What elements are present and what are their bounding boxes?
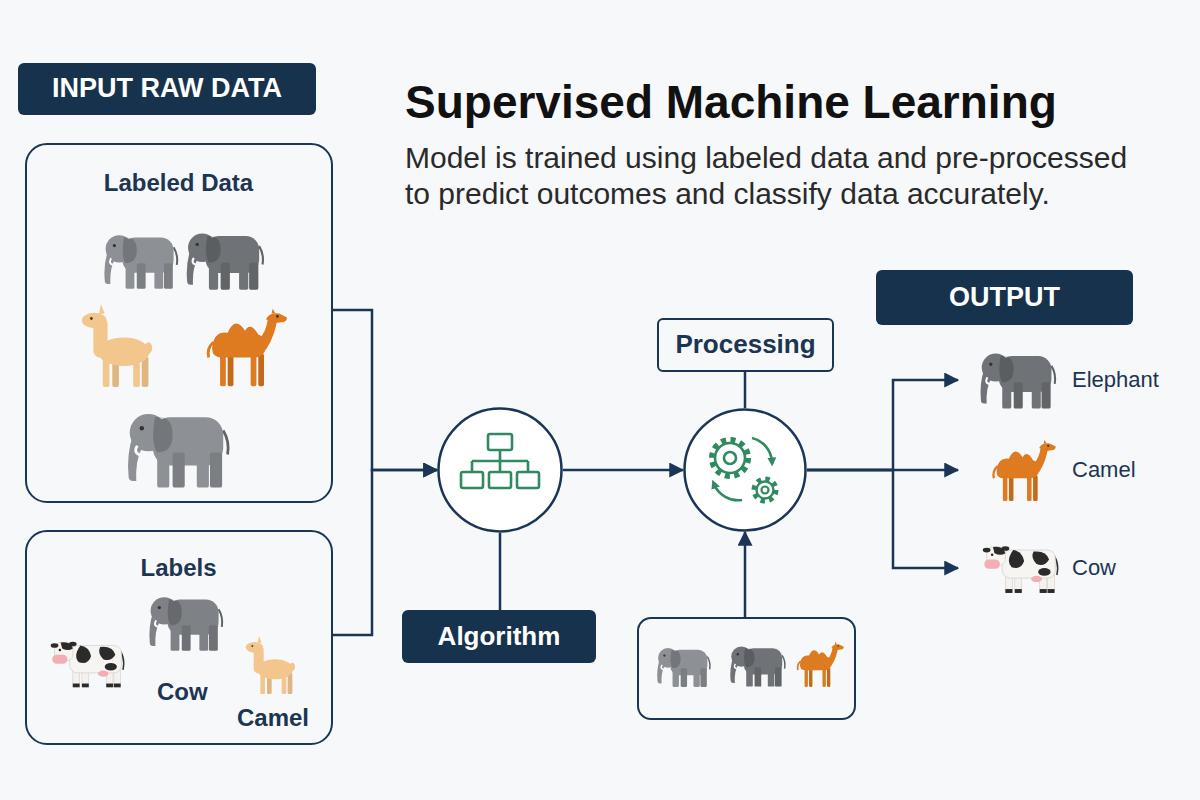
node-text: Cow <box>1072 532 1116 604</box>
circle-outline <box>439 409 562 532</box>
elephant-icon <box>149 597 222 651</box>
flow-connector <box>499 533 502 610</box>
node-text: Elephant <box>1072 344 1159 416</box>
processing-circle <box>683 408 807 532</box>
llama-icon <box>82 304 152 387</box>
node-text: Labels <box>27 554 330 582</box>
node-text: Labeled Data <box>27 169 330 197</box>
node-text: INPUT RAW DATA <box>18 63 316 115</box>
elephant-icon <box>981 354 1056 409</box>
node-text: Processing <box>659 320 832 370</box>
cow-icon <box>983 546 1058 593</box>
camel-icon <box>993 440 1055 501</box>
node-text: Cow <box>157 678 208 706</box>
labeled-data-illustration <box>82 234 287 488</box>
flow-connector <box>563 469 683 472</box>
camel-icon <box>208 309 287 386</box>
node-text: Camel <box>1072 434 1136 506</box>
labels-panel: LabelsCowCamel <box>25 530 333 745</box>
flow-connector <box>744 532 747 617</box>
circle-outline <box>437 407 563 533</box>
camel-icon <box>798 642 844 687</box>
node-text: OUTPUT <box>876 270 1133 325</box>
processing-box: Processing <box>657 318 834 372</box>
diagram-title: Supervised Machine Learning <box>405 76 1057 129</box>
node-text: Algorithm <box>402 610 596 663</box>
circle-outline <box>683 408 807 532</box>
diagram-caption: Model is trained using labeled data and … <box>405 140 1140 212</box>
test-data-panel <box>637 617 856 720</box>
output-illustration <box>981 354 1058 593</box>
node-text: Camel <box>237 704 309 732</box>
flow-connector <box>333 310 437 470</box>
elephant-icon <box>104 235 177 289</box>
llama-icon <box>246 636 295 694</box>
output-header: OUTPUT <box>876 270 1133 325</box>
flow-connector <box>807 380 958 470</box>
elephant-icon <box>730 646 785 686</box>
elephant-icon <box>128 414 228 488</box>
input-header: INPUT RAW DATA <box>18 63 316 115</box>
labeled-data-panel: Labeled Data <box>25 143 333 503</box>
algorithm-box: Algorithm <box>402 610 596 663</box>
elephant-icon <box>657 648 710 687</box>
output-class: Camel <box>958 434 1168 506</box>
flow-connector <box>744 372 747 408</box>
cow-icon <box>51 642 124 688</box>
test-data-illustration <box>657 642 844 687</box>
algorithm-circle <box>437 407 563 533</box>
elephant-icon <box>187 234 263 290</box>
flow-connector <box>807 470 958 568</box>
output-class: Cow <box>958 532 1168 604</box>
circle-outline <box>685 410 806 531</box>
output-class: Elephant <box>958 344 1168 416</box>
